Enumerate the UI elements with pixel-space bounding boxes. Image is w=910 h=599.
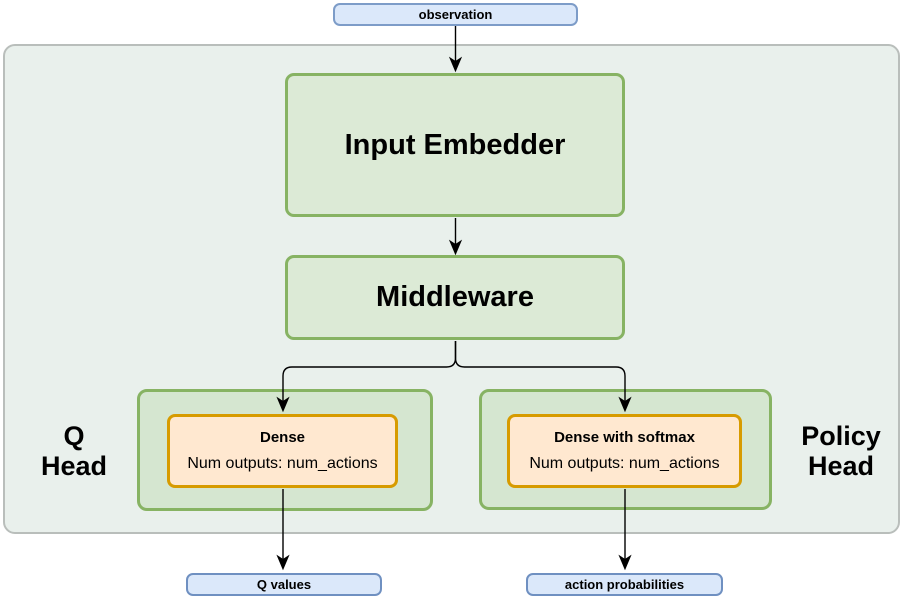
middleware-node: Middleware <box>285 255 625 340</box>
arrowhead-q-values <box>276 554 290 571</box>
policy-dense-title: Dense with softmax <box>554 429 695 446</box>
q-dense-title: Dense <box>259 429 306 446</box>
policy-dense-subtitle: Num outputs: num_actions <box>529 455 720 472</box>
policy-head-label: Policy Head <box>778 420 904 482</box>
observation-label: observation <box>418 7 493 22</box>
input-embedder-label: Input Embedder <box>344 128 566 161</box>
policy-head-label-line2: Head <box>807 451 875 481</box>
q-head-label: Q Head <box>22 420 126 482</box>
q-head-label-line2: Head <box>40 451 108 481</box>
action-probabilities-label: action probabilities <box>564 577 685 592</box>
q-values-node: Q values <box>186 573 382 596</box>
policy-head-label-line1: Policy <box>801 421 881 451</box>
arrowhead-action-probabilities <box>618 554 632 571</box>
observation-node: observation <box>333 3 578 26</box>
q-dense-subtitle: Num outputs: num_actions <box>187 455 378 472</box>
q-head-dense-node: Dense Num outputs: num_actions <box>167 414 398 488</box>
policy-head-dense-node: Dense with softmax Num outputs: num_acti… <box>507 414 742 488</box>
action-probabilities-node: action probabilities <box>526 573 723 596</box>
q-values-label: Q values <box>256 577 312 592</box>
q-head-label-line1: Q <box>63 421 85 451</box>
middleware-label: Middleware <box>376 281 534 313</box>
input-embedder-node: Input Embedder <box>285 73 625 217</box>
